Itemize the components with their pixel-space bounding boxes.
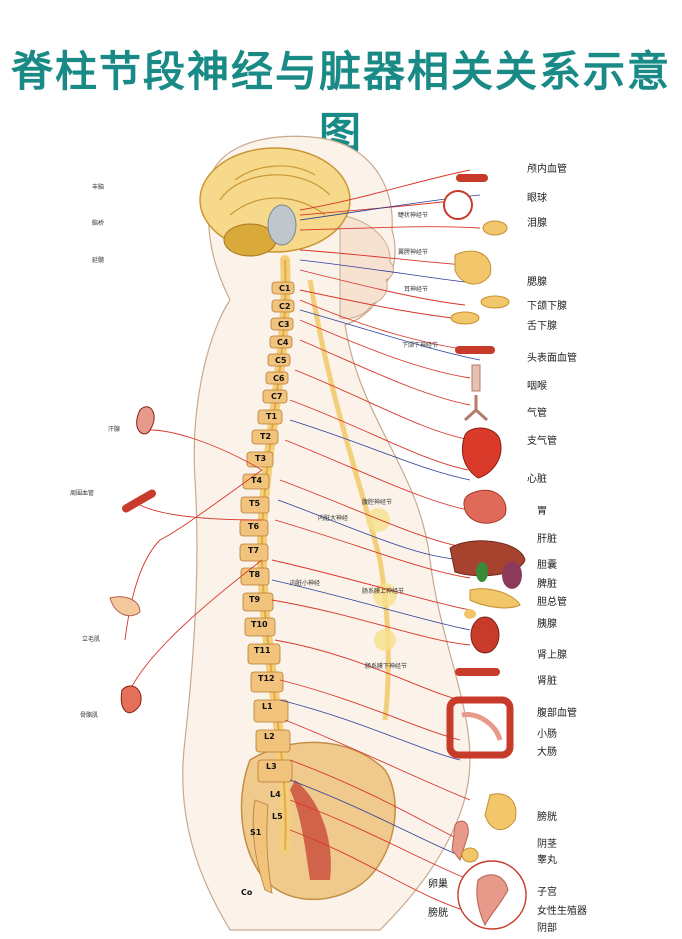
vertebra-label: C4 xyxy=(277,338,289,347)
label-greater-splanchnic: 内脏大神经 xyxy=(318,515,349,522)
label-peripheral-vessels: 周围血管 xyxy=(70,490,95,497)
vertebra-label: T3 xyxy=(255,454,267,463)
vertebra-label: C6 xyxy=(273,374,285,383)
vertebra-label: T8 xyxy=(249,570,261,579)
vertebra-label: C3 xyxy=(278,320,290,329)
label-lacrimal-gland: 泪腺 xyxy=(527,218,547,229)
label-pons: 脑桥 xyxy=(92,220,105,227)
label-skeletal-muscle: 骨骼肌 xyxy=(80,712,99,719)
label-otic-ganglion: 耳神经节 xyxy=(404,286,429,293)
label-bladder: 膀胱 xyxy=(537,812,557,823)
label-stomach: 胃 xyxy=(537,506,547,517)
label-bladder-female: 膀胱 xyxy=(428,908,448,919)
label-adrenal-gland: 肾上腺 xyxy=(537,650,567,661)
label-intracranial-vessels: 颅内血管 xyxy=(527,164,567,175)
label-celiac-ganglion: 腹腔神经节 xyxy=(362,499,393,506)
label-head-surface-vessels: 头表面血管 xyxy=(527,353,577,364)
label-submandibular-gland: 下颌下腺 xyxy=(527,301,567,312)
vertebra-label: T10 xyxy=(251,620,268,629)
label-pancreas: 胰腺 xyxy=(537,619,557,630)
vertebra-label: C2 xyxy=(279,302,291,311)
label-midbrain: 丰脑 xyxy=(92,184,105,191)
vertebra-label: Co xyxy=(241,888,253,897)
label-pharynx-larynx: 咽喉 xyxy=(527,381,547,392)
label-eyeball: 眼球 xyxy=(527,193,547,204)
organ-icons xyxy=(443,174,527,930)
vertebra-label: T7 xyxy=(248,546,260,555)
vertebra-label: T5 xyxy=(249,499,261,508)
vertebra-label: C1 xyxy=(279,284,291,293)
label-superior-mesenteric-ganglion: 肠系膜上神经节 xyxy=(362,588,405,595)
label-trachea: 气管 xyxy=(527,408,547,419)
vertebra-label: C5 xyxy=(275,356,287,365)
label-pterygopalatine-ganglion: 翼腭神经节 xyxy=(398,249,429,256)
label-kidney: 肾脏 xyxy=(537,676,557,687)
label-small-intestine: 小肠 xyxy=(537,729,557,740)
label-abdominal-vessels: 腹部血管 xyxy=(537,708,577,719)
vertebra-label: T9 xyxy=(249,595,261,604)
label-parotid-gland: 腮腺 xyxy=(527,277,547,288)
label-uterus: 子宫 xyxy=(537,887,557,898)
vertebra-label: T11 xyxy=(254,646,271,655)
label-ovary: 卵巢 xyxy=(428,879,448,890)
label-submandibular-ganglion: 下颌下神经节 xyxy=(402,342,439,349)
label-bronchus: 支气管 xyxy=(527,436,557,447)
vertebra-label: L3 xyxy=(266,762,277,771)
label-medulla: 延髓 xyxy=(92,257,105,264)
label-spleen: 脾脏 xyxy=(537,579,557,590)
vertebra-label: T2 xyxy=(260,432,272,441)
label-liver: 肝脏 xyxy=(537,534,557,545)
label-common-bile-duct: 胆总管 xyxy=(537,597,567,608)
vertebra-label: S1 xyxy=(250,828,262,837)
vertebra-label: T1 xyxy=(266,412,278,421)
vertebra-label: T4 xyxy=(251,476,263,485)
vertebra-label: T12 xyxy=(258,674,275,683)
label-sublingual-gland: 舌下腺 xyxy=(527,321,557,332)
vertebra-label: L4 xyxy=(270,790,281,799)
vertebra-label: T6 xyxy=(248,522,260,531)
label-sweat-gland: 汗腺 xyxy=(108,426,121,433)
label-lesser-splanchnic: 内脏小神经 xyxy=(290,580,321,587)
vertebra-label: L1 xyxy=(262,702,273,711)
label-pudendum: 阴部 xyxy=(537,923,557,934)
label-arrector-pili: 立毛肌 xyxy=(82,636,101,643)
label-heart: 心脏 xyxy=(527,474,547,485)
label-penis: 阴茎 xyxy=(537,839,557,850)
label-female-genitals: 女性生殖器 xyxy=(537,906,587,917)
vertebra-label: C7 xyxy=(271,392,283,401)
label-gallbladder: 胆囊 xyxy=(537,560,557,571)
vertebra-label: L2 xyxy=(264,732,275,741)
label-inferior-mesenteric-ganglion: 肠系膜下神经节 xyxy=(365,663,408,670)
label-ciliary-ganglion: 睫状神经节 xyxy=(398,212,429,219)
label-large-intestine: 大肠 xyxy=(537,747,557,758)
vertebra-label: L5 xyxy=(272,812,283,821)
label-testis: 睾丸 xyxy=(537,855,557,866)
page-title: 脊柱节段神经与脏器相关关系示意图 xyxy=(10,47,671,157)
